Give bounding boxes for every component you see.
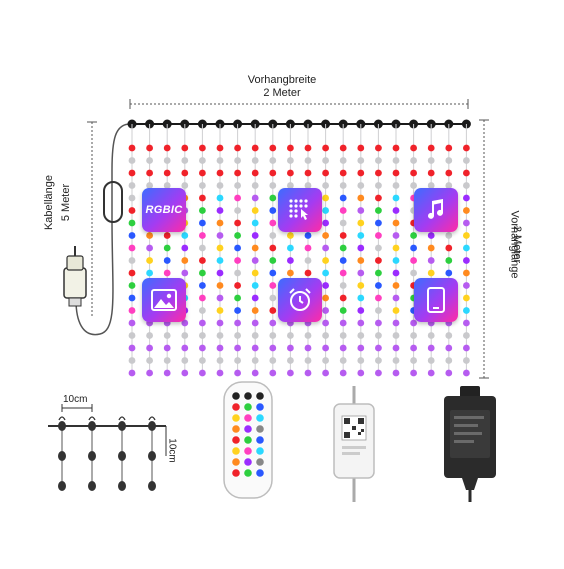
image-icon (142, 278, 186, 322)
curtain-height-value: 2 Meter (511, 225, 524, 264)
power-adapter (444, 386, 496, 502)
rgbic-badge-icon: RGBIC (142, 188, 186, 232)
wifi-controller (333, 386, 375, 502)
touch-grid-icon (278, 188, 322, 232)
alarm-clock-icon (278, 278, 322, 322)
music-note-icon (414, 188, 458, 232)
rgbic-text: RGBIC (145, 204, 183, 216)
led-strands (127, 119, 471, 377)
curtain-width-value: 2 Meter (263, 87, 301, 99)
bead-spacing-diagram (48, 404, 167, 491)
curtain-width-title: Vorhangbreite (247, 74, 317, 86)
curtain-width-label: Vorhangbreite 2 Meter (232, 74, 332, 100)
remote-control (223, 381, 273, 499)
smartphone-icon (414, 278, 458, 322)
vertical-spacing-label: 10cm (166, 438, 178, 463)
horizontal-spacing-label: 10cm (63, 394, 88, 405)
cable-length-value: 5 Meter (60, 183, 73, 222)
cable-length-title: Kabellänge (43, 174, 56, 231)
